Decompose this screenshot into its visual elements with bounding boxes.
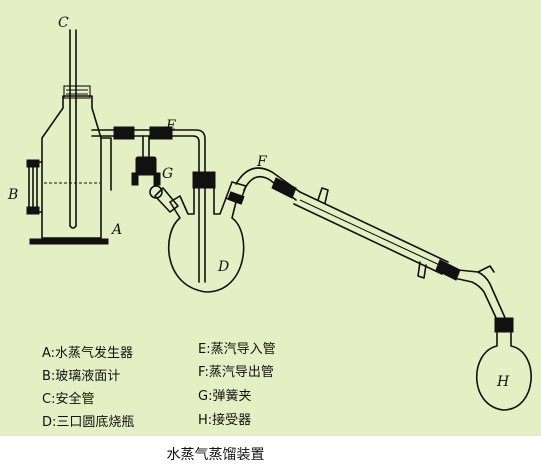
right-neck: [225, 181, 247, 203]
inlet-dip-tube: [198, 185, 206, 283]
sight-glass: [26, 159, 43, 215]
steam-inlet-tube: [91, 126, 206, 177]
right-neck-joint: [227, 191, 245, 205]
receiver-body: [476, 331, 532, 411]
left-neck-stopper: [154, 187, 179, 213]
outlet-joint: [271, 177, 297, 199]
outlet-tube-upper: [235, 167, 301, 193]
inlet-tube-outer: [91, 129, 206, 177]
condenser: [293, 187, 449, 279]
adapter-tube: [453, 269, 507, 323]
legend-item-h: H:接受器: [198, 413, 252, 428]
outlet-tube-lower: [243, 175, 297, 201]
sight-glass-tube: [28, 165, 38, 209]
legend-item-e: E:蒸汽导入管: [198, 342, 276, 357]
condenser-inner-tube: [299, 199, 447, 269]
adapter: [435, 259, 507, 323]
receiver-joint: [494, 317, 514, 333]
inlet-tube-inner: [91, 135, 200, 177]
safety-tube-body: [69, 29, 77, 229]
steam-generator: [29, 85, 112, 245]
condenser-water-inlet: [417, 261, 427, 279]
caption-text: 水蒸气蒸馏装置: [166, 447, 265, 463]
legend-item-a: A:水蒸气发生器: [42, 346, 134, 361]
center-joint-rings: [194, 175, 214, 185]
steam-distillation-apparatus: C B A E G D F H: [7, 15, 532, 411]
label-c: C: [58, 15, 69, 31]
adapter-joint: [435, 259, 461, 281]
receiver-flask: [476, 317, 532, 411]
label-f: F: [256, 154, 268, 170]
label-e: E: [165, 118, 176, 134]
label-a: A: [110, 222, 122, 238]
spring-clip-handle-left: [131, 172, 139, 186]
legend-item-g: G:弹簧夹: [198, 389, 252, 404]
generator-base-plate: [29, 238, 109, 245]
flask-body: [167, 185, 245, 293]
condenser-water-outlet: [317, 187, 329, 204]
inlet-rubber-joint-2: [149, 126, 173, 140]
legend-item-d: D:三口圆底烧瓶: [42, 415, 135, 430]
adapter-vent: [477, 265, 495, 273]
three-neck-flask: [149, 171, 247, 293]
legend-item-b: B:玻璃液面计: [42, 369, 121, 384]
safety-tube: [69, 29, 77, 229]
left-stopper-knob: [149, 185, 163, 199]
generator-side-tube: [100, 137, 112, 191]
figure-caption: 水蒸气蒸馏装置: [0, 444, 541, 464]
generator-bottle: [41, 95, 102, 239]
spring-clip-handle-right: [153, 172, 161, 186]
label-h: H: [496, 374, 510, 390]
steam-outlet-tube: [235, 167, 301, 201]
generator-stopper: [63, 85, 91, 99]
diagram-panel: C B A E G D F H A:水蒸气发生器 B:玻璃液面计 C:安全管 D…: [0, 0, 541, 436]
sight-glass-top-connector: [26, 159, 40, 168]
inlet-rubber-joint-1: [113, 126, 135, 140]
label-b: B: [7, 187, 18, 203]
label-d: D: [217, 259, 229, 275]
label-g: G: [162, 166, 173, 182]
legend-item-c: C:安全管: [42, 392, 95, 407]
sight-glass-bottom-connector: [26, 206, 40, 215]
legend-item-f: F:蒸汽导出管: [198, 365, 274, 380]
spring-clip: [131, 156, 161, 186]
spring-clip-body: [135, 156, 157, 176]
